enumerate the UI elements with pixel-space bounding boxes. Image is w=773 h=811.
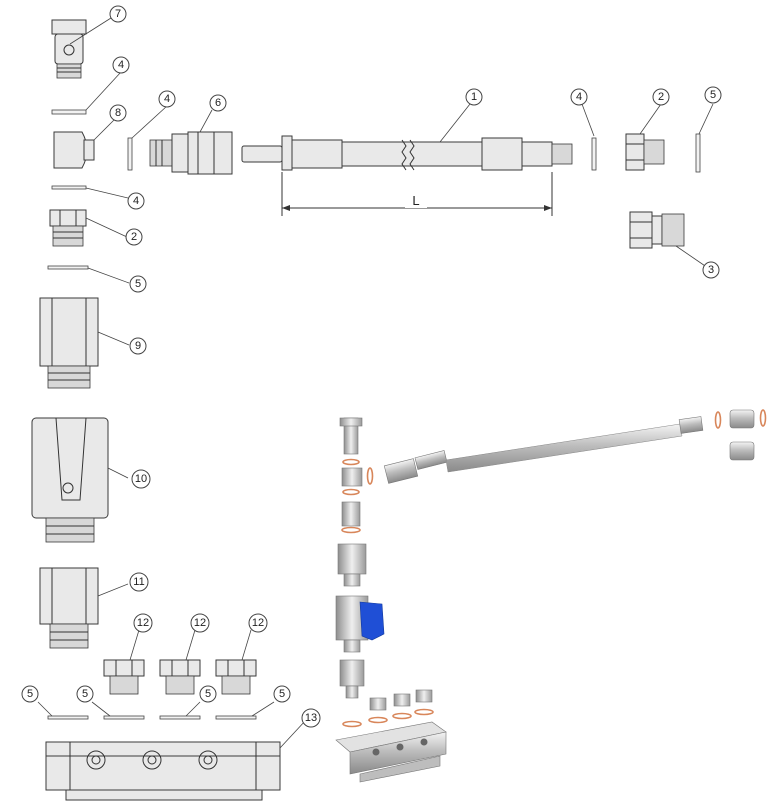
svg-text:4: 4 xyxy=(164,93,170,105)
svg-text:12: 12 xyxy=(252,617,264,629)
svg-text:5: 5 xyxy=(710,89,716,101)
callout-4-b: 4 xyxy=(158,90,176,108)
part-plug-c xyxy=(215,659,257,695)
callout-12-a: 12 xyxy=(133,613,153,633)
callout-3: 3 xyxy=(702,261,720,279)
part-manifold xyxy=(45,741,281,801)
callout-2-left: 2 xyxy=(125,228,143,246)
washer-5-row-2 xyxy=(103,715,145,720)
svg-text:5: 5 xyxy=(279,688,285,700)
svg-text:5: 5 xyxy=(135,278,141,290)
callout-4-d: 4 xyxy=(570,88,588,106)
washer-5-row-4 xyxy=(215,715,257,720)
part-adapter-3 xyxy=(629,211,685,249)
svg-text:1: 1 xyxy=(471,91,477,103)
part-coupling xyxy=(39,297,99,389)
callout-5-f: 5 xyxy=(273,685,291,703)
svg-text:10: 10 xyxy=(135,473,147,485)
part-banjo-bolt xyxy=(51,19,87,79)
svg-text:12: 12 xyxy=(194,617,206,629)
callout-6: 6 xyxy=(209,94,227,112)
svg-text:2: 2 xyxy=(131,231,137,243)
washer-4-top xyxy=(51,109,87,115)
leader-lines xyxy=(37,17,714,749)
part-quick-coupling xyxy=(149,131,233,175)
washer-5-row-3 xyxy=(159,715,201,720)
callout-4-c: 4 xyxy=(127,192,145,210)
part-plug-b xyxy=(159,659,201,695)
svg-text:3: 3 xyxy=(708,264,714,276)
svg-text:13: 13 xyxy=(305,712,317,724)
callout-5-d: 5 xyxy=(76,685,94,703)
callout-4-a: 4 xyxy=(112,56,130,74)
svg-text:6: 6 xyxy=(215,97,221,109)
svg-text:4: 4 xyxy=(133,195,139,207)
washer-4-right xyxy=(591,137,597,171)
svg-text:5: 5 xyxy=(205,688,211,700)
washer-4-mid xyxy=(51,185,87,190)
part-hose-assembly xyxy=(241,135,573,171)
part-reducer xyxy=(39,567,99,649)
svg-text:8: 8 xyxy=(115,107,121,119)
svg-text:4: 4 xyxy=(118,59,124,71)
svg-text:9: 9 xyxy=(135,340,141,352)
washer-5-right xyxy=(695,133,701,173)
svg-text:2: 2 xyxy=(658,91,664,103)
callout-5-a: 5 xyxy=(129,275,147,293)
part-banjo-body xyxy=(53,131,95,169)
valve-handle xyxy=(359,601,385,641)
svg-text:7: 7 xyxy=(115,8,121,20)
dimension-label: L xyxy=(412,193,419,208)
callout-1: 1 xyxy=(465,88,483,106)
svg-text:11: 11 xyxy=(133,576,144,588)
callout-7: 7 xyxy=(109,5,127,23)
part-plug-a xyxy=(103,659,145,695)
dimension-length: L xyxy=(281,172,553,216)
svg-text:4: 4 xyxy=(576,91,582,103)
callout-9: 9 xyxy=(129,337,147,355)
callout-5-b: 5 xyxy=(704,86,722,104)
part-adapter-left xyxy=(49,209,87,247)
svg-text:5: 5 xyxy=(27,688,33,700)
callout-13: 13 xyxy=(301,708,321,728)
callout-5-c: 5 xyxy=(21,685,39,703)
svg-text:12: 12 xyxy=(137,617,149,629)
callout-5-e: 5 xyxy=(199,685,217,703)
svg-text:5: 5 xyxy=(82,688,88,700)
callout-12-c: 12 xyxy=(248,613,268,633)
callout-8: 8 xyxy=(109,104,127,122)
washer-5-upper xyxy=(47,265,89,270)
rendered-assembly xyxy=(335,409,767,783)
part-adapter-right xyxy=(625,133,665,171)
callout-12-b: 12 xyxy=(190,613,210,633)
washer-4-vertical xyxy=(127,137,133,171)
callout-11: 11 xyxy=(129,572,149,592)
part-ball-valve xyxy=(31,417,109,543)
callout-10: 10 xyxy=(131,469,151,489)
washer-5-row-1 xyxy=(47,715,89,720)
callout-2-right: 2 xyxy=(652,88,670,106)
